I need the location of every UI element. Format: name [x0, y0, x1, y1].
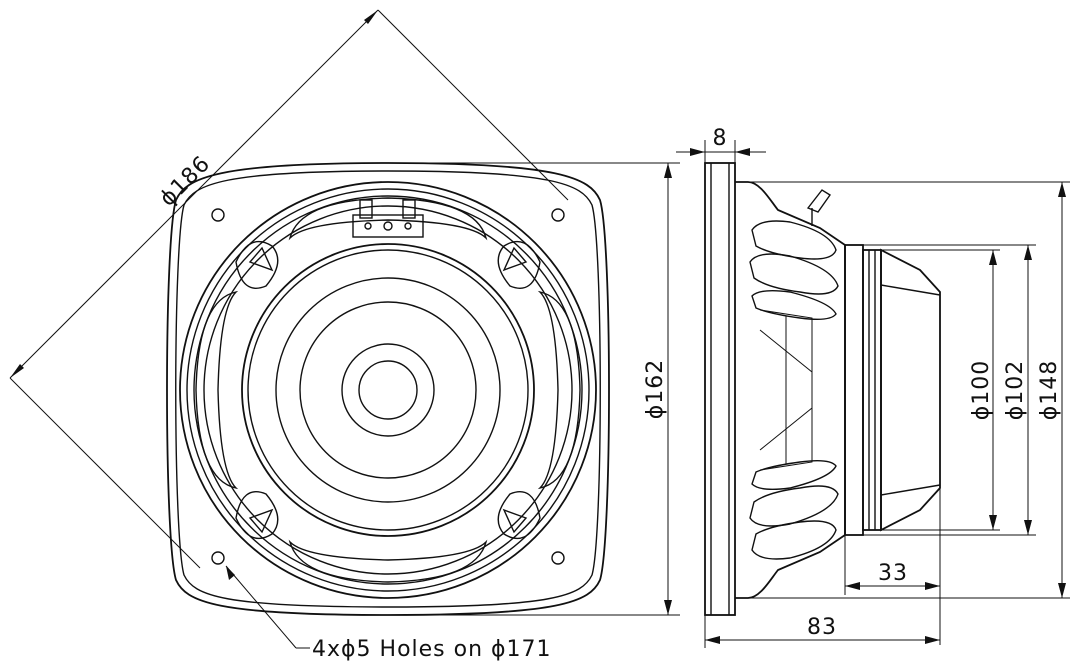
mounting-hole [211, 208, 225, 222]
dimension-overall-depth: 83 [704, 615, 940, 648]
terminal-tab [806, 189, 831, 213]
basket-rib [749, 485, 839, 527]
overall-depth-label: 83 [807, 615, 837, 640]
dimension-vertical-front: ϕ162 [388, 162, 680, 616]
basket-ring-outer [179, 181, 597, 599]
terminal-block [352, 199, 424, 238]
flange [704, 162, 736, 616]
surround-inner [247, 249, 529, 531]
diameter-vertical-label: ϕ162 [643, 359, 668, 420]
basket-side-outline [735, 181, 846, 599]
basket-window-top [288, 197, 488, 241]
front-view [166, 162, 610, 616]
magnet [862, 249, 882, 531]
spoke-boss [497, 491, 541, 540]
basket-window-left [195, 290, 239, 490]
dimension-magnet-outer: ϕ102 [863, 244, 1036, 536]
basket-ring-3 [193, 195, 583, 585]
frame-outline [166, 162, 610, 616]
basket-window-bottom [288, 539, 488, 583]
dust-cap-inner [358, 360, 418, 420]
cone-edge [275, 277, 501, 503]
mounting-hole [551, 551, 565, 565]
basket-rib [751, 520, 837, 560]
dust-cap-outer [341, 343, 435, 437]
surround-outer [241, 243, 535, 537]
basket-rib [751, 289, 837, 321]
back-pot [880, 248, 941, 532]
mounting-hole [211, 551, 225, 565]
top-plate [844, 244, 864, 536]
dimension-frame: ϕ148 [748, 181, 1070, 599]
spoke-boss [235, 240, 279, 289]
dimension-magnet-depth: 33 [844, 488, 941, 645]
frame-diameter-label: ϕ148 [1037, 360, 1062, 421]
frame-inner-outline [175, 170, 601, 608]
basket-rib [751, 459, 837, 491]
basket-ring-2 [186, 188, 590, 592]
dimension-flange: 8 [676, 126, 766, 163]
spoke-boss [235, 491, 279, 540]
cone-ring [299, 301, 477, 479]
cone-side [759, 309, 813, 471]
spoke-boss [497, 240, 541, 289]
basket-rib [751, 220, 837, 260]
magnet-outer-label: ϕ102 [1003, 360, 1028, 421]
basket-ring-4 [203, 205, 573, 575]
mounting-hole [551, 208, 565, 222]
holes-note-label: 4xϕ5 Holes on ϕ171 [312, 637, 552, 662]
dimension-magnet-inner: ϕ100 [881, 249, 1000, 531]
magnet-inner-label: ϕ100 [969, 360, 994, 421]
magnet-depth-label: 33 [878, 561, 908, 586]
basket-window-right [537, 290, 581, 490]
flange-thickness-label: 8 [713, 126, 728, 151]
basket-rib [749, 253, 839, 295]
side-view [704, 162, 941, 616]
holes-note: 4xϕ5 Holes on ϕ171 [225, 565, 552, 662]
